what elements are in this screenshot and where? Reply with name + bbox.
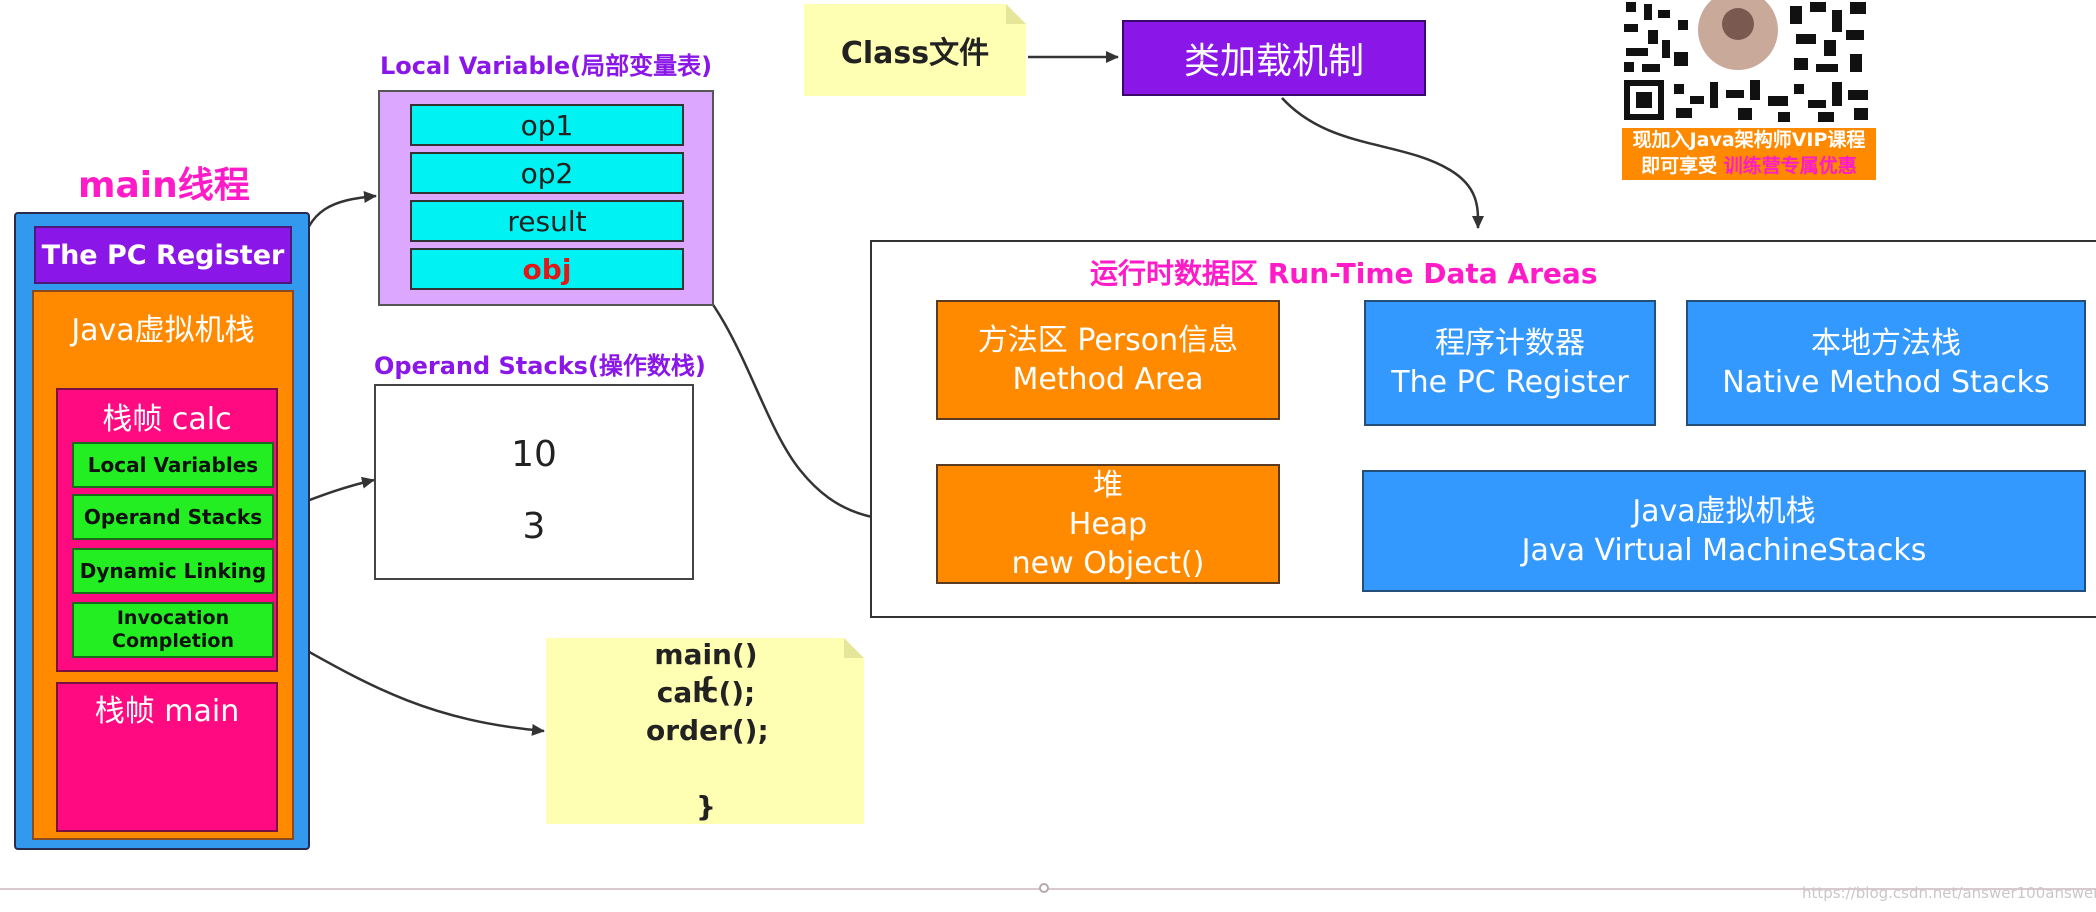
operand-value-bottom: 3 [522,505,546,547]
frame-main: 栈帧 main [56,682,278,832]
class-loader-box: 类加载机制 [1122,20,1426,96]
code-note: main(){ calc(); order(); } [546,638,864,824]
divider-handle [1039,883,1049,893]
jvm-stack-box: Java虚拟机栈 栈帧 calc Local Variables Operand… [32,290,294,840]
frame-main-label: 栈帧 main [94,694,240,729]
frame-item-local-variables: Local Variables [72,442,274,488]
method-area-box: 方法区 Person信息 Method Area [936,300,1280,420]
heap-line2: Heap [1068,506,1148,542]
local-variable-table: op1 op2 result obj [378,90,714,306]
native-stack-line2: Native Method Stacks [1722,365,2050,400]
code-line-3: order(); [646,714,769,747]
native-stack-line1: 本地方法栈 [1811,326,1961,361]
native-method-stack-box: 本地方法栈 Native Method Stacks [1686,300,2086,426]
local-variable-title: Local Variable(局部变量表) [380,52,713,80]
arrow-invocation [269,628,545,736]
rt-pc-register-line2: The PC Register [1391,365,1629,400]
pc-register-box: The PC Register [34,226,292,284]
qr-code-icon [1618,0,1880,128]
lv-slot-result: result [410,200,684,242]
method-area-line1: 方法区 Person信息 [977,323,1239,358]
rt-jvm-stacks-box: Java虚拟机栈 Java Virtual MachineStacks [1362,470,2086,592]
code-line-1: main(){ [654,638,758,704]
qr-promo-line2: 即可享受 训练营专属优惠 [1641,154,1857,177]
lv-slot-obj: obj [410,248,684,290]
lv-slot-op2: op2 [410,152,684,194]
watermark: https://blog.csdn.net/answer100answer [1802,884,2096,902]
code-line-2: calc(); [656,676,756,709]
heap-line1: 堆 [1093,467,1123,503]
qr-promo: 现加入Java架构师VIP课程 即可享受 训练营专属优惠 [1618,0,1880,182]
qr-promo-line1: 现加入Java架构师VIP课程 [1632,129,1866,151]
rt-jvm-stacks-line2: Java Virtual MachineStacks [1521,533,1927,568]
runtime-area-title: 运行时数据区 Run-Time Data Areas [1090,257,1598,290]
class-file-note: Class文件 [804,4,1026,96]
rt-pc-register-box: 程序计数器 The PC Register [1364,300,1656,426]
frame-calc: 栈帧 calc Local Variables Operand Stacks D… [56,388,278,672]
rt-pc-register-line1: 程序计数器 [1435,326,1585,361]
rt-jvm-stacks-line1: Java虚拟机栈 [1632,494,1816,529]
code-line-5: } [696,790,716,823]
qr-promo-highlight: 训练营专属优惠 [1723,154,1857,177]
operand-stack-box: 10 3 [374,384,694,580]
frame-calc-label: 栈帧 calc [102,402,232,437]
runtime-data-area: 运行时数据区 Run-Time Data Areas 方法区 Person信息 … [870,240,2096,618]
qr-promo-banner: 现加入Java架构师VIP课程 即可享受 训练营专属优惠 [1622,128,1876,180]
operand-value-top: 10 [511,433,557,475]
heap-box: 堆 Heap new Object() [936,464,1280,584]
frame-item-dynamic-linking: Dynamic Linking [72,548,274,594]
main-thread-container: The PC Register Java虚拟机栈 栈帧 calc Local V… [14,212,310,850]
jvm-stack-label: Java虚拟机栈 [71,313,255,348]
frame-item-operand-stacks: Operand Stacks [72,494,274,540]
arrow-loader-to-runtime [1281,97,1485,229]
frame-item-invocation-completion: Invocation Completion [72,602,274,658]
operand-stack-title: Operand Stacks(操作数栈) [374,352,706,380]
heap-line3: new Object() [1011,545,1205,581]
method-area-line2: Method Area [1012,362,1204,397]
main-thread-title: main线程 [78,165,250,206]
lv-slot-op1: op1 [410,104,684,146]
